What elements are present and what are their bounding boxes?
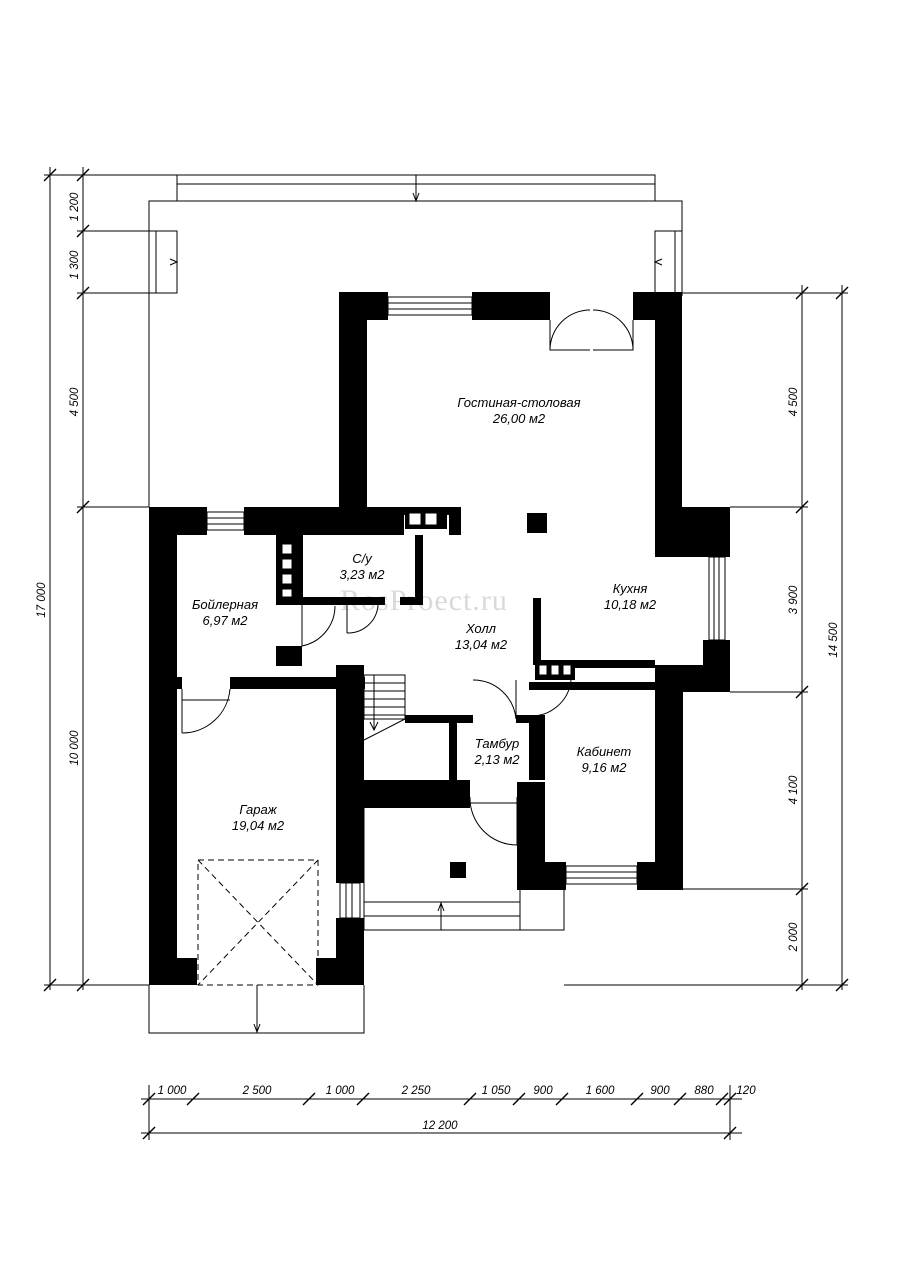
garage-apron <box>148 985 365 1034</box>
room-name-hall: Холл <box>465 621 497 636</box>
dim-bottom-3: 1 000 <box>326 1085 355 1097</box>
dim-bottom-4: 2 250 <box>401 1085 431 1097</box>
dim-bottom-1: 1 000 <box>158 1085 187 1097</box>
dimension-right: 14 500 4 500 3 900 4 100 2 000 <box>564 285 849 992</box>
room-name-vestibule: Тамбур <box>475 736 520 751</box>
terrace-outline <box>148 174 683 507</box>
room-name-boiler: Бойлерная <box>192 597 258 612</box>
dimension-left: 17 000 1 200 1 300 4 500 10 000 <box>36 167 177 992</box>
dim-bottom-8: 900 <box>650 1085 670 1097</box>
dim-left-3: 4 500 <box>69 387 81 416</box>
stairs <box>363 674 406 741</box>
room-area-wc: 3,23 м2 <box>339 567 385 582</box>
dim-bottom-2: 2 500 <box>242 1085 272 1097</box>
windows <box>206 296 726 919</box>
dim-left-4: 10 000 <box>69 730 81 766</box>
room-area-office: 9,16 м2 <box>581 760 627 775</box>
room-name-kitchen: Кухня <box>613 581 648 596</box>
room-area-garage: 19,04 м2 <box>232 818 285 833</box>
dim-right-4: 2 000 <box>788 922 800 952</box>
room-name-garage: Гараж <box>239 802 277 817</box>
dim-bottom-5: 1 050 <box>482 1085 511 1097</box>
room-name-living: Гостиная-столовая <box>457 395 580 410</box>
room-area-boiler: 6,97 м2 <box>202 613 248 628</box>
garage-pit <box>197 859 319 986</box>
dim-bottom-6: 900 <box>533 1085 553 1097</box>
room-name-office: Кабинет <box>577 744 632 759</box>
dim-right-2: 3 900 <box>788 585 800 614</box>
dim-right-total: 14 500 <box>828 622 840 658</box>
dim-right-3: 4 100 <box>788 775 800 804</box>
room-area-living: 26,00 м2 <box>492 411 546 426</box>
dim-bottom-10: 120 <box>736 1085 756 1097</box>
doors <box>181 309 634 846</box>
room-area-hall: 13,04 м2 <box>455 637 508 652</box>
dim-left-2: 1 300 <box>69 250 81 279</box>
porch <box>363 808 565 931</box>
dim-bottom-total: 12 200 <box>422 1120 458 1132</box>
room-area-kitchen: 10,18 м2 <box>604 597 657 612</box>
room-labels: Гостиная-столовая 26,00 м2 С/у 3,23 м2 Б… <box>192 395 657 833</box>
vent-shafts <box>278 509 575 680</box>
dimension-bottom: 1 000 2 500 1 000 2 250 1 050 900 1 600 … <box>141 1085 756 1140</box>
dim-bottom-7: 1 600 <box>586 1085 615 1097</box>
exterior-walls <box>149 292 730 985</box>
room-area-vestibule: 2,13 м2 <box>473 752 520 767</box>
dim-right-1: 4 500 <box>788 387 800 416</box>
dim-bottom-9: 880 <box>694 1085 714 1097</box>
dim-left-1: 1 200 <box>69 192 81 221</box>
dim-left-total: 17 000 <box>36 582 48 618</box>
room-name-wc: С/у <box>352 551 373 566</box>
